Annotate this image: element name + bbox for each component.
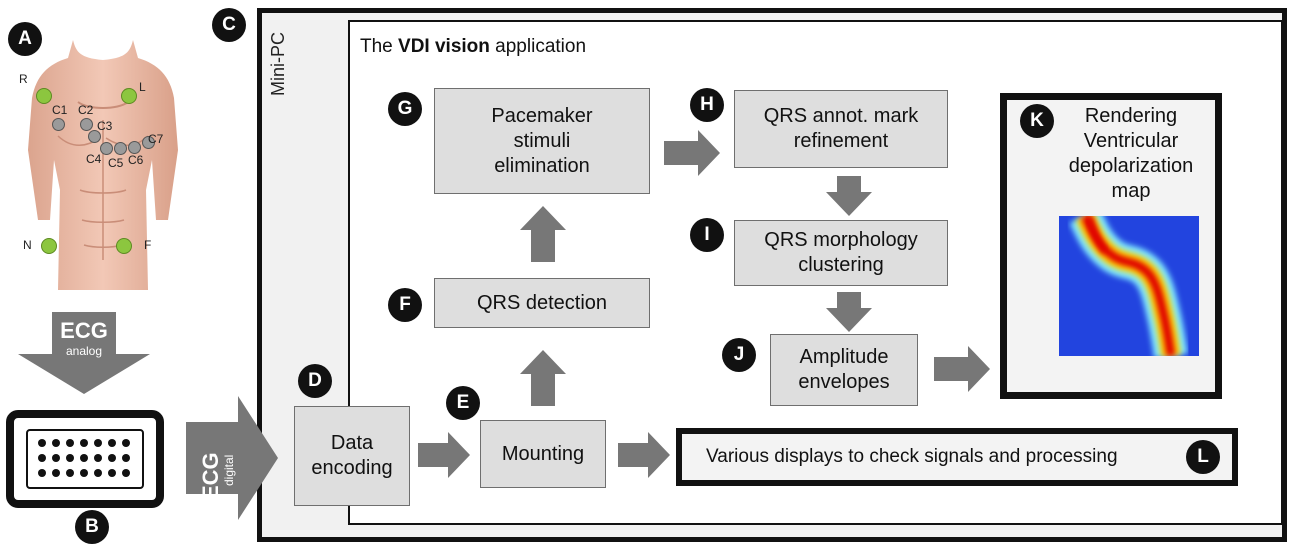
electrode-f <box>116 238 132 254</box>
badge-g: G <box>388 92 422 126</box>
badge-h: H <box>690 88 724 122</box>
badge-k: K <box>1020 104 1054 138</box>
amplitude-label: Amplitude envelopes <box>798 346 890 393</box>
ecg-analog-arrow <box>18 312 150 394</box>
electrode-n <box>41 238 57 254</box>
arrow-refinement-to-clustering <box>826 176 872 216</box>
mini-pc-label: Mini-PC <box>268 31 288 96</box>
electrode-c5 <box>114 142 127 155</box>
qrs-detection-box: QRS detection <box>434 278 650 328</box>
qrs-detection-label: QRS detection <box>476 291 608 314</box>
data-encoding-box: Data encoding <box>294 406 410 506</box>
displays-box: Various displays to check signals and pr… <box>676 428 1238 486</box>
arrow-encoding-to-mounting <box>418 432 470 478</box>
qrs-clustering-box: QRS morphology clustering <box>734 220 948 286</box>
arrow-detection-to-pacemaker <box>520 206 566 262</box>
badge-d: D <box>298 364 332 398</box>
lead-label-c2: C2 <box>78 103 94 117</box>
lead-label-c1: C1 <box>52 103 68 117</box>
electrode-c6 <box>128 141 141 154</box>
ecg-digital-sub: digital <box>222 454 236 486</box>
electrode-c3 <box>88 130 101 143</box>
rendering-label: Rendering Ventricular depolarization map <box>1068 105 1194 202</box>
data-encoding-label: Data encoding <box>311 432 393 479</box>
app-title-bold: VDI vision <box>398 36 490 57</box>
pacemaker-label: Pacemaker stimuli elimination <box>491 104 593 177</box>
mounting-box: Mounting <box>480 420 606 488</box>
pacemaker-box: Pacemaker stimuli elimination <box>434 88 650 194</box>
ecg-analog-sub: analog <box>65 344 103 358</box>
badge-e: E <box>446 386 480 420</box>
arrow-amplitude-to-rendering <box>934 346 990 392</box>
ecg-digital-arrow <box>186 396 278 520</box>
qrs-refinement-label: QRS annot. mark refinement <box>763 105 919 152</box>
lead-label-r: R <box>19 72 28 86</box>
electrode-c2 <box>80 118 93 131</box>
arrow-mounting-to-displays <box>618 432 670 478</box>
lead-label-c4: C4 <box>86 152 102 166</box>
displays-label: Various displays to check signals and pr… <box>706 446 1118 467</box>
lead-label-l: L <box>139 80 146 94</box>
mounting-label: Mounting <box>501 442 585 465</box>
lead-label-c6: C6 <box>128 153 144 167</box>
app-title-suffix: application <box>489 36 587 57</box>
app-title-prefix: The <box>360 36 399 57</box>
connector-pins <box>26 429 144 489</box>
depolarization-heatmap <box>1059 216 1199 356</box>
lead-label-c7: C7 <box>148 132 164 146</box>
arrow-mounting-to-detection <box>520 350 566 406</box>
qrs-refinement-box: QRS annot. mark refinement <box>734 90 948 168</box>
lead-label-c3: C3 <box>97 119 113 133</box>
badge-l: L <box>1186 440 1220 474</box>
electrode-c1 <box>52 118 65 131</box>
badge-j: J <box>722 338 756 372</box>
arrow-clustering-to-amplitude <box>826 292 872 332</box>
app-title: The VDI vision application <box>360 36 586 58</box>
electrode-c4 <box>100 142 113 155</box>
lead-label-n: N <box>23 238 32 252</box>
qrs-clustering-label: QRS morphology clustering <box>764 229 918 276</box>
arrow-pacemaker-to-refinement <box>664 130 720 176</box>
ecg-analog-main: ECG <box>60 318 108 343</box>
lead-label-c5: C5 <box>108 156 124 170</box>
badge-i: I <box>690 218 724 252</box>
lead-label-f: F <box>144 238 152 252</box>
badge-a: A <box>8 22 42 56</box>
badge-b: B <box>75 510 109 544</box>
electrode-c7 <box>142 136 155 149</box>
electrode-l <box>121 88 137 104</box>
ecg-digital-main: ECG <box>198 452 223 500</box>
electrode-r <box>36 88 52 104</box>
amplitude-box: Amplitude envelopes <box>770 334 918 406</box>
badge-f: F <box>388 288 422 322</box>
connector-icon <box>6 410 164 508</box>
badge-c: C <box>212 8 246 42</box>
